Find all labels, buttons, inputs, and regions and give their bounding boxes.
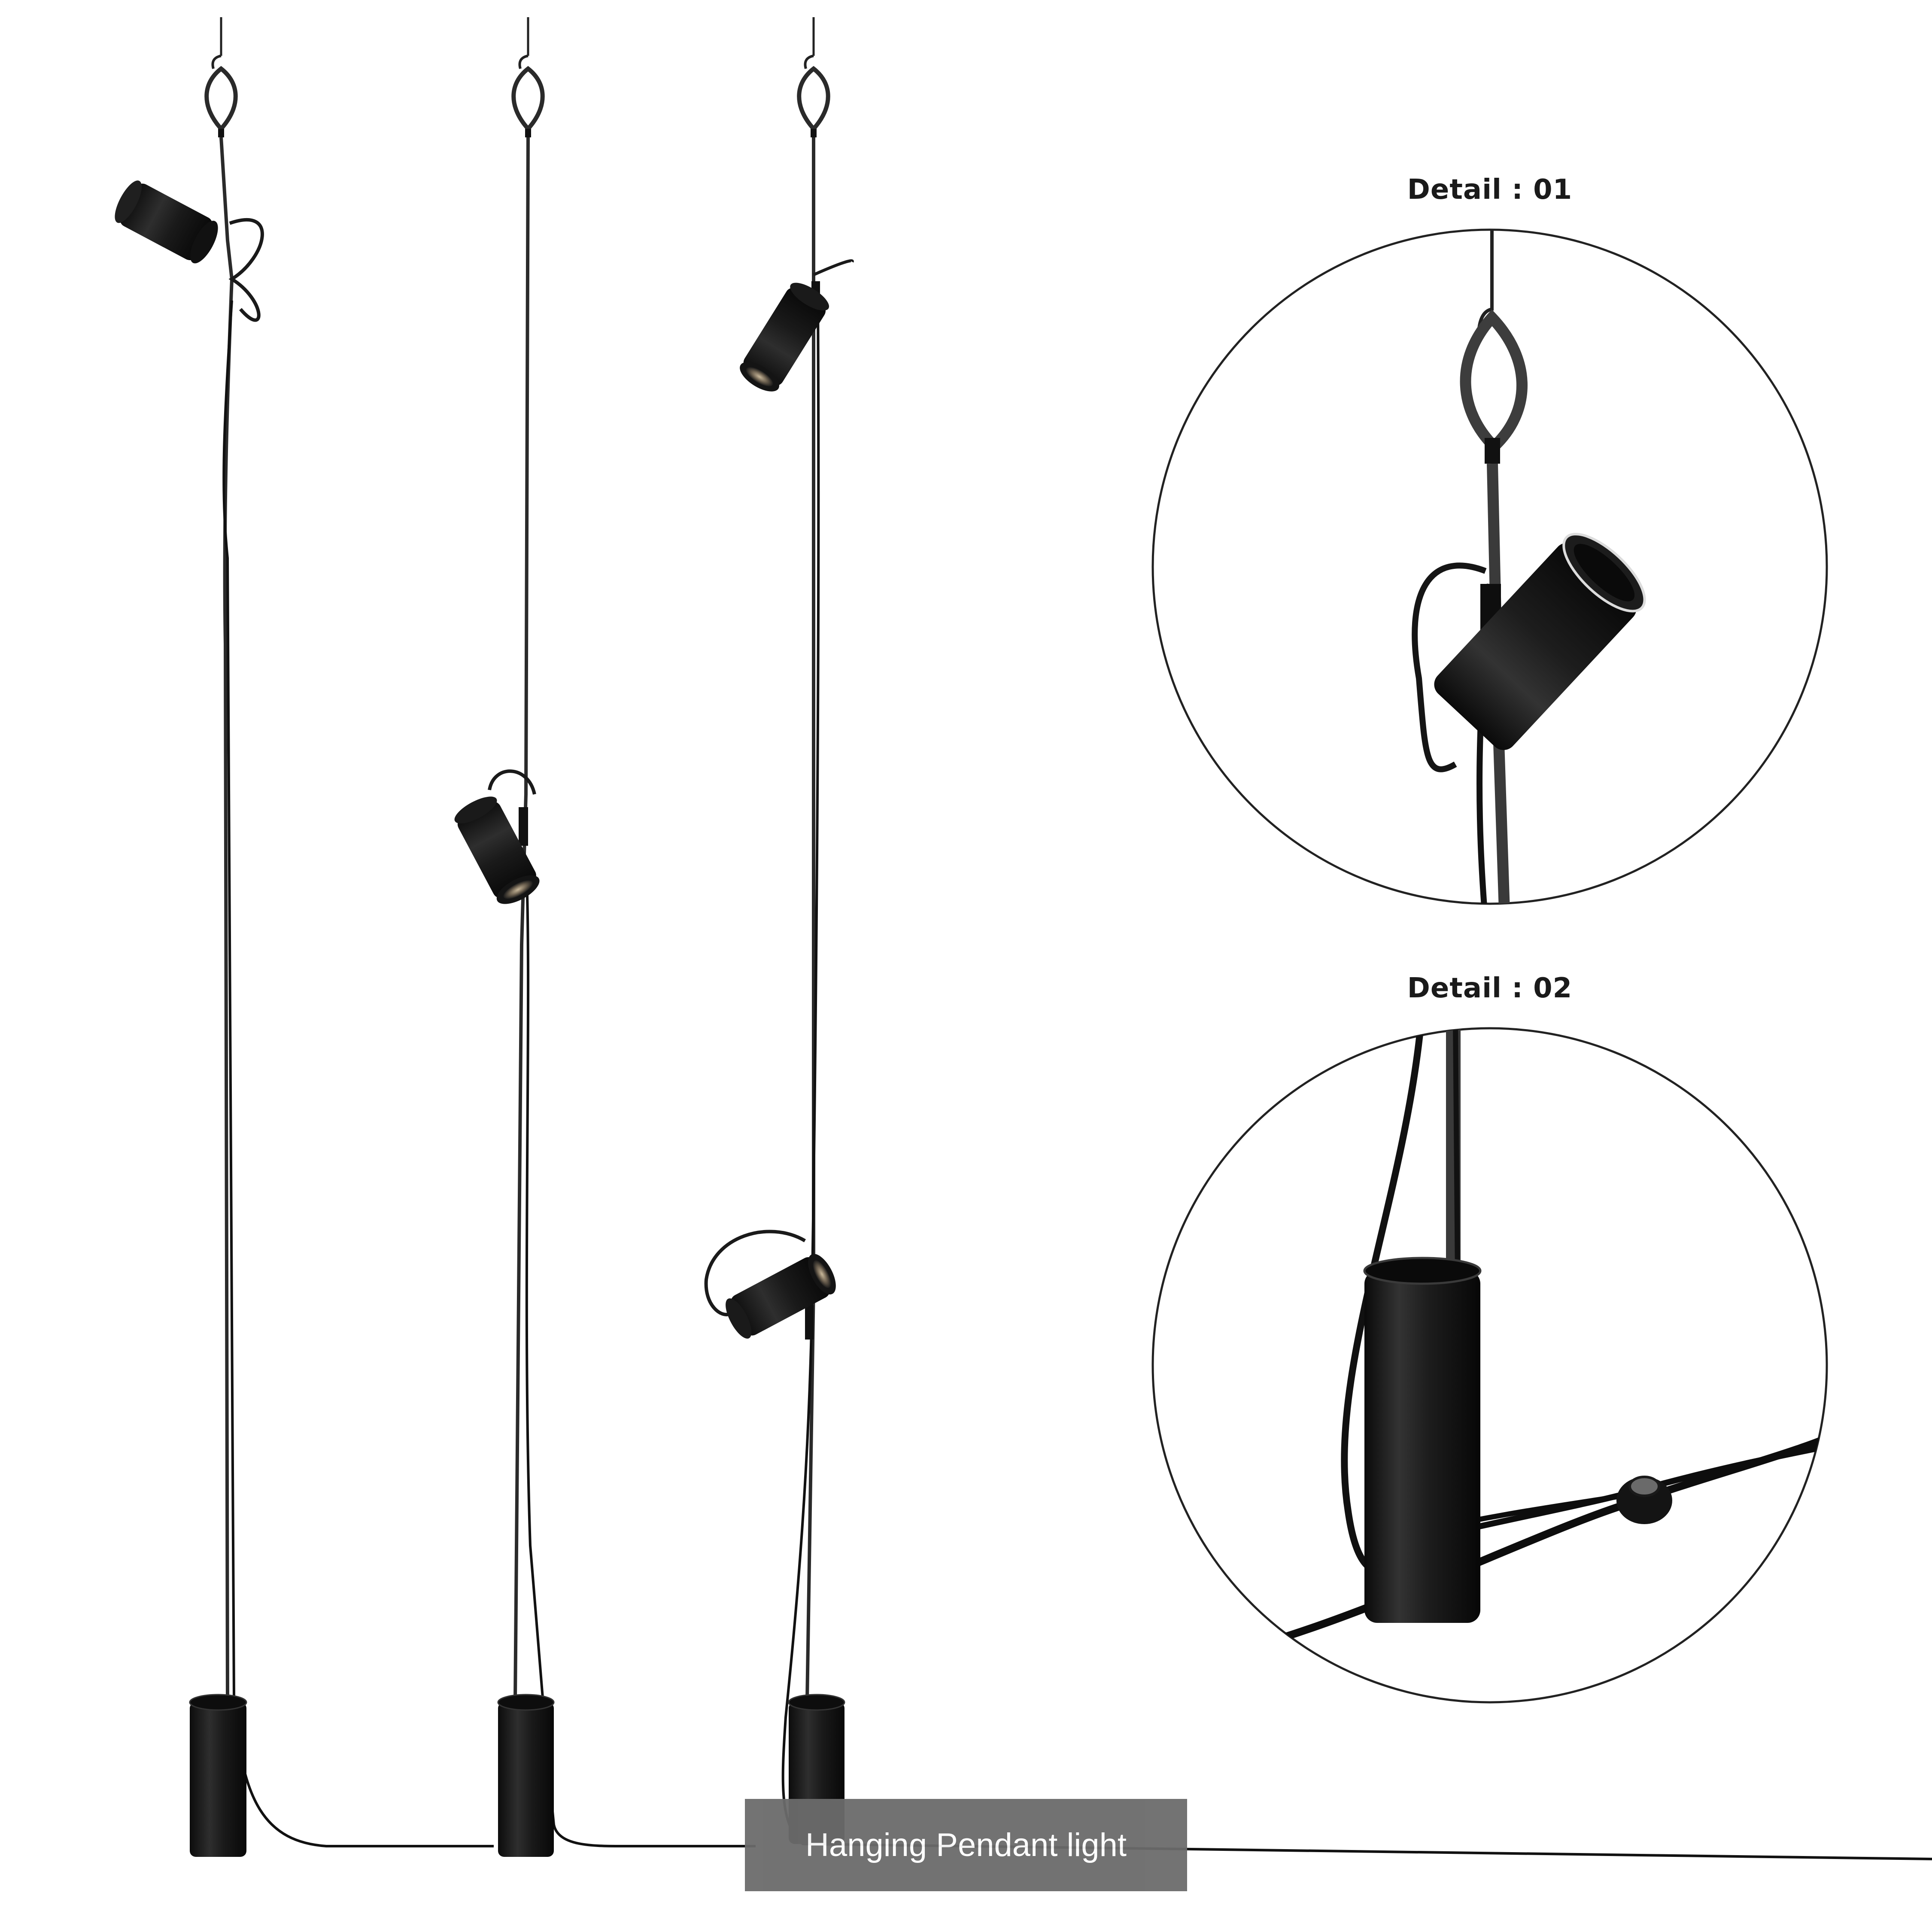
detail-02-view bbox=[1151, 1027, 1828, 1704]
detail-01-title: Detail : 01 bbox=[1407, 174, 1573, 206]
detail-01-view bbox=[1151, 228, 1828, 905]
pendant-3 bbox=[704, 17, 1932, 1860]
spotlight-icon bbox=[726, 1254, 836, 1339]
spotlight-icon bbox=[740, 283, 829, 392]
caption-banner: Hanging Pendant light bbox=[745, 1799, 1187, 1891]
spotlight-icon bbox=[1434, 533, 1646, 750]
spotlight-icon bbox=[115, 180, 218, 264]
hanging-hook-icon bbox=[211, 55, 222, 69]
cylinder-base-icon bbox=[1363, 1257, 1482, 1623]
cylinder-base-icon bbox=[497, 1694, 555, 1857]
caption-text: Hanging Pendant light bbox=[805, 1827, 1127, 1863]
pendant-1 bbox=[115, 17, 494, 1857]
detail-02-title: Detail : 02 bbox=[1407, 972, 1573, 1004]
pendant-2 bbox=[454, 17, 756, 1857]
cylinder-base-icon bbox=[189, 1694, 247, 1857]
hanging-hook-icon bbox=[804, 55, 814, 69]
hanging-hook-icon bbox=[518, 55, 529, 69]
spotlight-icon bbox=[454, 796, 540, 904]
inline-switch-icon bbox=[1616, 1476, 1672, 1524]
